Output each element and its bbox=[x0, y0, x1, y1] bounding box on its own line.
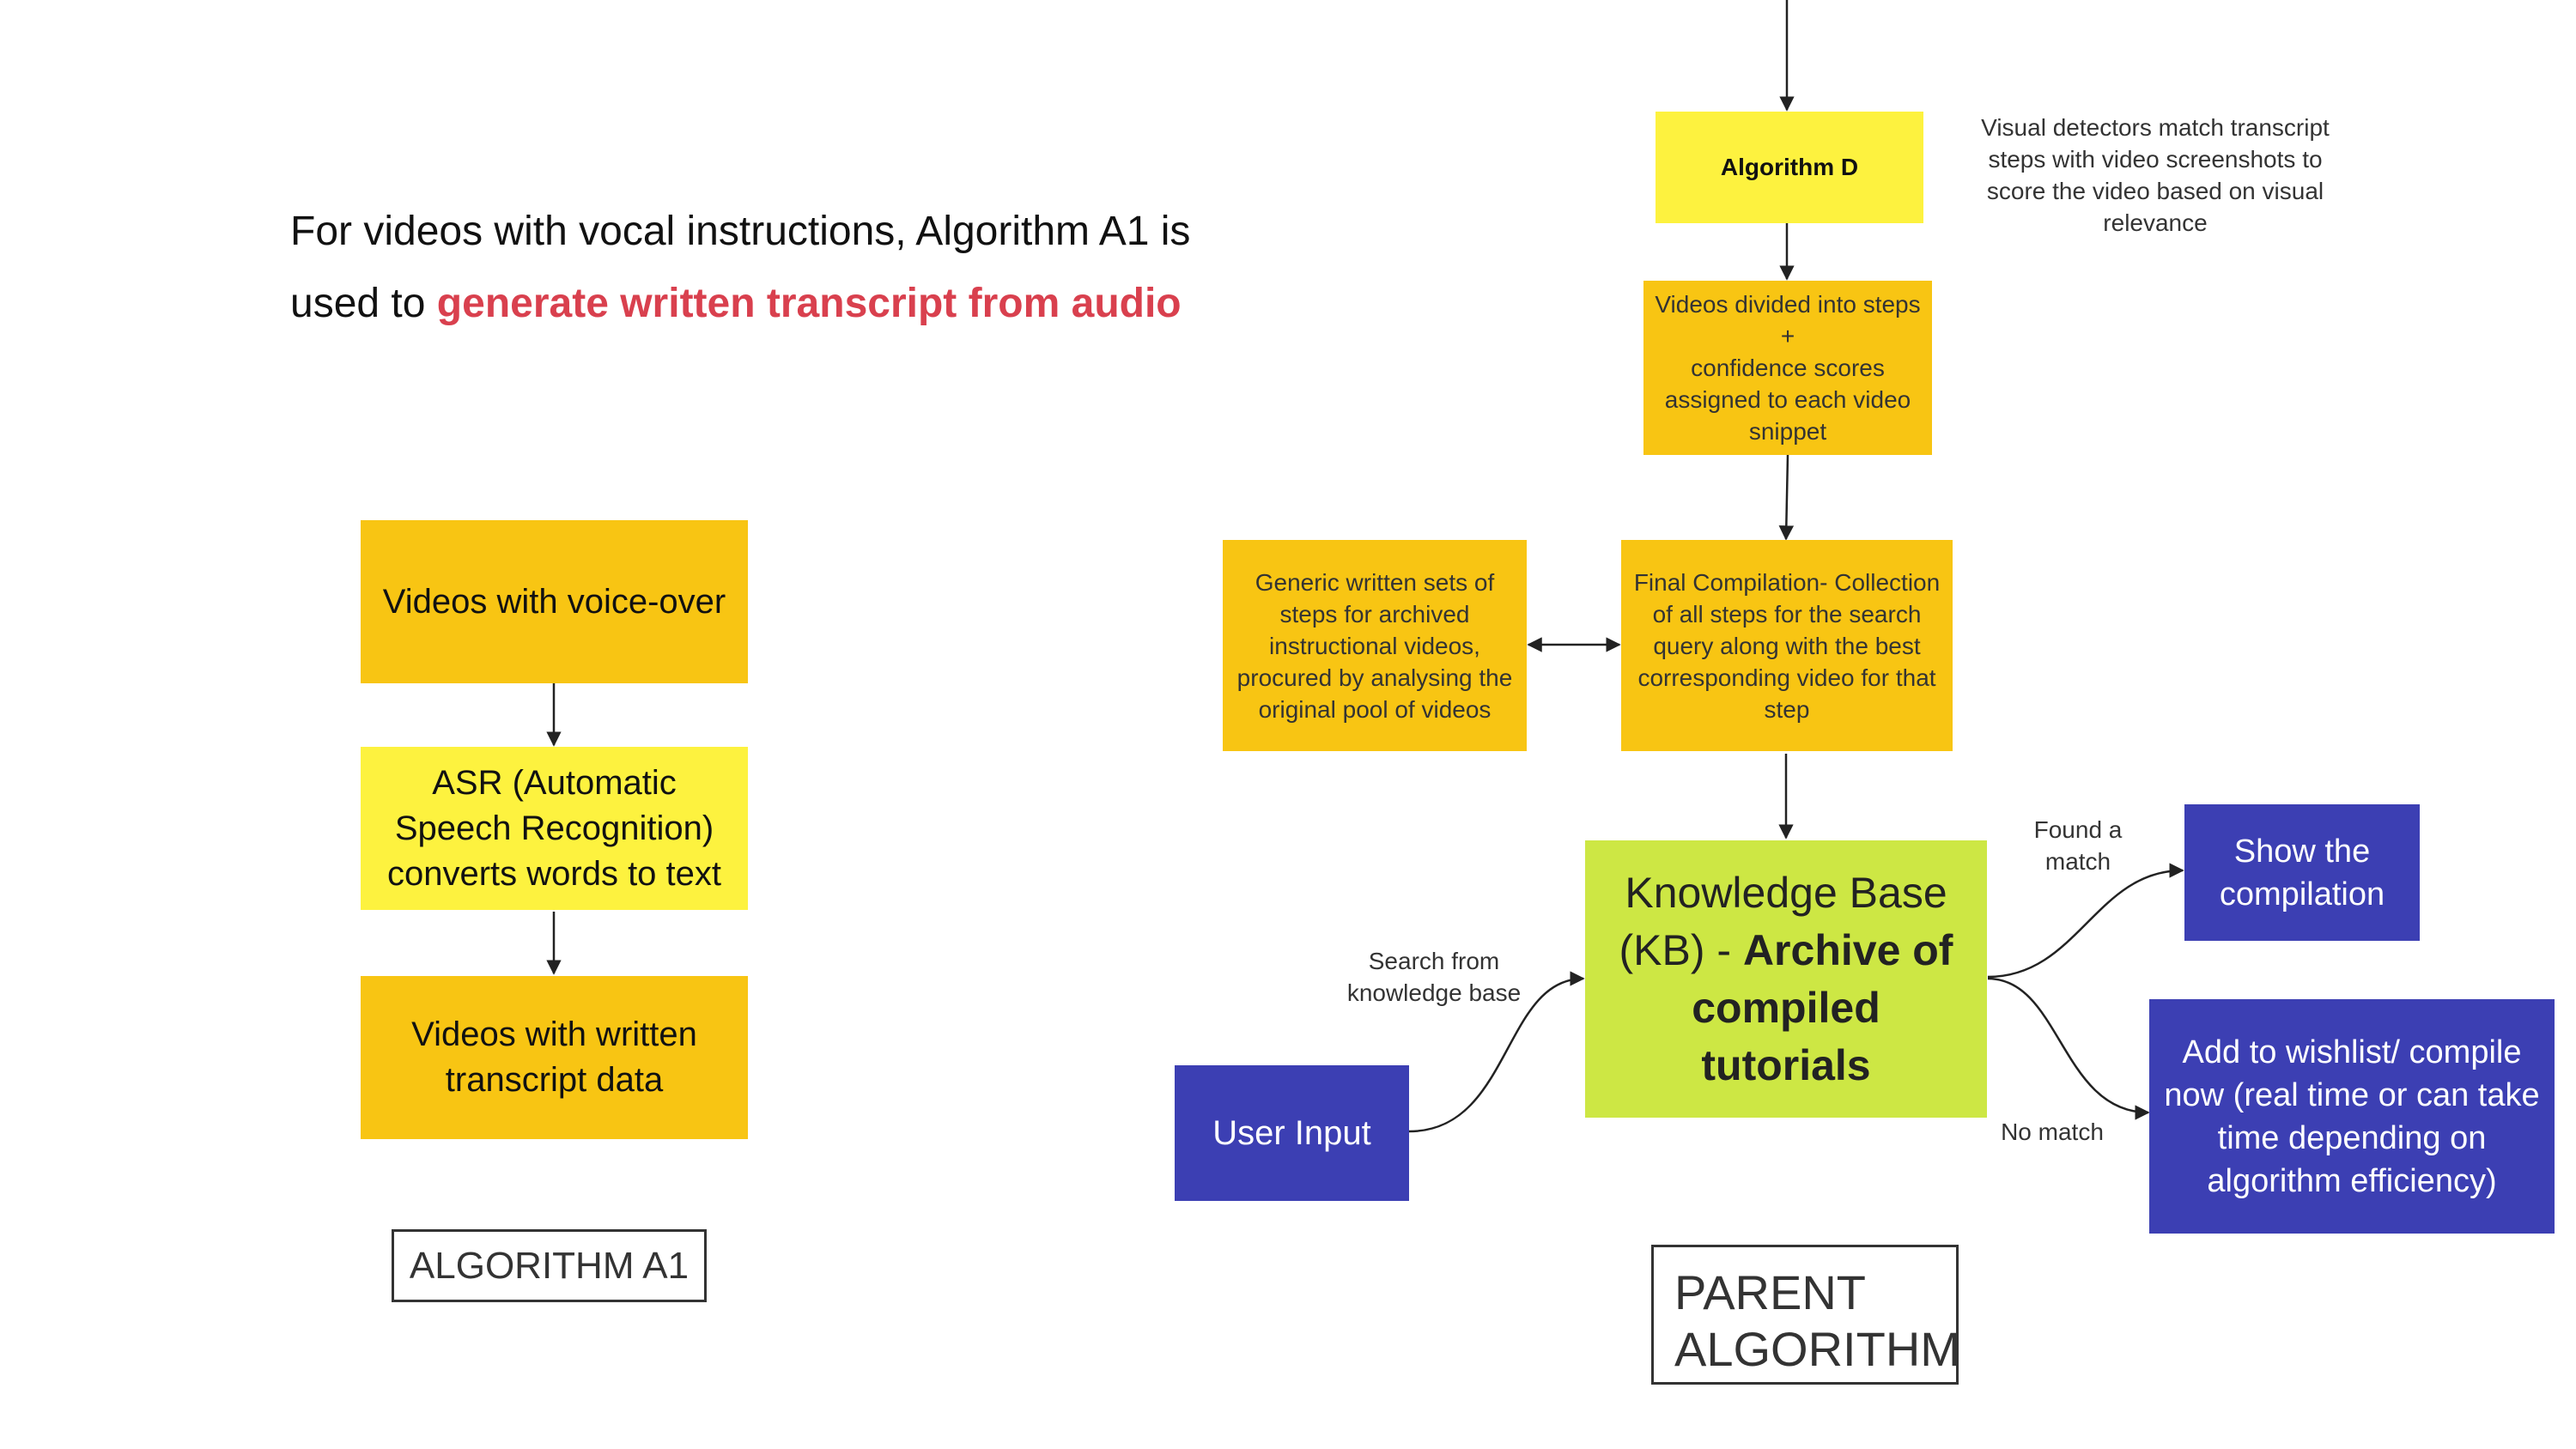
arrow-kb-to-wishlist bbox=[1987, 977, 2150, 1120]
intro-line-1: For videos with vocal instructions, Algo… bbox=[290, 209, 1191, 254]
steps-line-2: + bbox=[1780, 323, 1795, 349]
show-compilation-box: Show the compilation bbox=[2184, 804, 2420, 941]
arrow-user-input-to-kb bbox=[1408, 971, 1585, 1133]
algorithm-d-box: Algorithm D bbox=[1656, 112, 1923, 223]
knowledge-base-bold: Archive of compiled tutorials bbox=[1692, 925, 1953, 1089]
knowledge-base-prefix: Knowledge Base (KB) - bbox=[1619, 868, 1947, 974]
videos-with-voice-over-box: Videos with voice-over bbox=[361, 520, 748, 683]
asr-label: ASR (Automatic Speech Recognition) conve… bbox=[386, 763, 722, 893]
parent-algorithm-label-text: PARENT ALGORITHM bbox=[1674, 1265, 1960, 1376]
steps-line-1: Videos divided into steps bbox=[1655, 291, 1921, 318]
knowledge-base-box: Knowledge Base (KB) - Archive of compile… bbox=[1585, 840, 1987, 1118]
arrow-steps-to-final bbox=[1778, 454, 1795, 541]
intro-line-2-prefix: used to bbox=[290, 281, 437, 326]
found-match-note-text: Found a match bbox=[2033, 816, 2123, 875]
parent-algorithm-label: PARENT ALGORITHM bbox=[1651, 1245, 1960, 1385]
algorithm-d-label: Algorithm D bbox=[1720, 154, 1859, 180]
algorithm-d-note: Visual detectors match transcript steps … bbox=[1962, 112, 2348, 239]
videos-with-voice-over-label: Videos with voice-over bbox=[382, 582, 726, 621]
generic-written-sets-label: Generic written sets of steps for archiv… bbox=[1236, 568, 1513, 723]
intro-line-2: used to generate written transcript from… bbox=[290, 268, 1321, 340]
search-note-text: Search from knowledge base bbox=[1346, 948, 1522, 1006]
videos-divided-into-steps-box: Videos divided into steps + confidence s… bbox=[1643, 281, 1932, 455]
algorithm-a1-label-text: ALGORITHM A1 bbox=[409, 1244, 690, 1287]
knowledge-base-text: Knowledge Base (KB) - Archive of compile… bbox=[1606, 864, 1966, 1094]
algorithm-a1-label: ALGORITHM A1 bbox=[392, 1229, 707, 1302]
found-match-note: Found a match bbox=[2014, 814, 2142, 877]
generic-written-sets-box: Generic written sets of steps for archiv… bbox=[1223, 540, 1527, 751]
intro-highlight: generate written transcript from audio bbox=[436, 281, 1182, 326]
algorithm-d-note-text: Visual detectors match transcript steps … bbox=[1981, 114, 2330, 236]
show-compilation-label: Show the compilation bbox=[2219, 833, 2385, 912]
steps-line-3: confidence scores assigned to each video… bbox=[1664, 355, 1911, 445]
search-note: Search from knowledge base bbox=[1331, 945, 1537, 1009]
final-compilation-box: Final Compilation- Collection of all ste… bbox=[1621, 540, 1953, 751]
no-match-note-text: No match bbox=[2001, 1119, 2104, 1145]
final-compilation-label: Final Compilation- Collection of all ste… bbox=[1633, 568, 1941, 723]
videos-with-transcript-box: Videos with written transcript data bbox=[361, 976, 748, 1139]
user-input-label: User Input bbox=[1212, 1113, 1371, 1152]
videos-with-transcript-label: Videos with written transcript data bbox=[411, 1016, 697, 1099]
user-input-box: User Input bbox=[1175, 1065, 1409, 1201]
wishlist-label: Add to wishlist/ compile now (real time … bbox=[2164, 1034, 2540, 1199]
arrow-kb-to-show bbox=[1987, 863, 2184, 979]
no-match-note: No match bbox=[1979, 1116, 2125, 1148]
intro-text: For videos with vocal instructions, Algo… bbox=[290, 196, 1321, 340]
asr-box: ASR (Automatic Speech Recognition) conve… bbox=[361, 747, 748, 910]
wishlist-box: Add to wishlist/ compile now (real time … bbox=[2149, 999, 2555, 1234]
